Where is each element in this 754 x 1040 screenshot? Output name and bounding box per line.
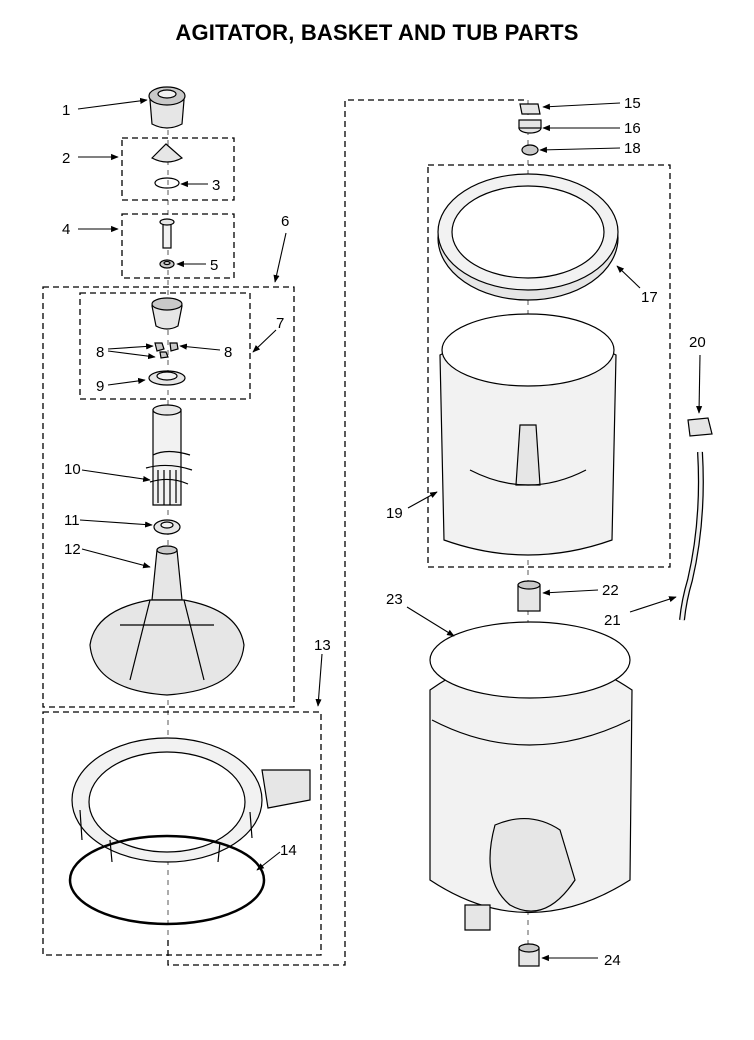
part-15-clip [519, 103, 541, 115]
part-8-dogs [154, 342, 179, 359]
page-title: AGITATOR, BASKET AND TUB PARTS [175, 20, 579, 45]
callout-20: 20 [689, 334, 706, 351]
leader-17 [616, 265, 641, 289]
part-5-washer [159, 259, 175, 269]
leader-7 [252, 329, 277, 353]
callout-22: 22 [602, 582, 619, 599]
leader-21 [629, 596, 677, 613]
part-10-agitator-barrel [145, 404, 193, 506]
group-box-4 [121, 213, 235, 279]
assembly-centerline [167, 99, 525, 966]
leader-18 [539, 146, 621, 153]
callout-18: 18 [624, 140, 641, 157]
leader-22 [542, 589, 599, 596]
callout-14: 14 [280, 842, 297, 859]
part-12-agitator-base [89, 545, 245, 696]
part-18-washer [521, 144, 539, 156]
leader-19 [407, 491, 438, 509]
leader-15 [542, 102, 621, 110]
leader-6 [273, 232, 287, 283]
callout-19: 19 [386, 505, 403, 522]
leader-20 [696, 354, 703, 414]
part-21-hose-inner [680, 451, 703, 621]
callout-21: 21 [604, 612, 621, 629]
leader-8a-2 [107, 350, 156, 360]
group-box-13 [42, 711, 322, 956]
callout-10: 10 [64, 461, 81, 478]
callout-11: 11 [64, 512, 80, 529]
part-23-outer-tub [429, 621, 633, 931]
group-box-17-19 [427, 164, 671, 568]
leader-1 [77, 97, 148, 110]
part-17-balance-ring [437, 173, 619, 301]
callout-4: 4 [62, 221, 70, 238]
callout-2: 2 [62, 150, 70, 167]
part-11-bearing [153, 519, 181, 535]
part-22-seal [517, 580, 541, 612]
group-box-7 [79, 292, 251, 400]
part-14-seal-ring [68, 834, 266, 926]
part-16-nut [518, 119, 542, 134]
callout-1: 1 [62, 102, 70, 119]
part-13-tub-ring [71, 737, 311, 863]
part-2-cap-cover [151, 143, 184, 163]
callout-6: 6 [281, 213, 289, 230]
leader-10 [81, 469, 151, 483]
group-box-2 [121, 137, 235, 201]
part-7-dog-assembly [151, 297, 183, 330]
leader-14 [256, 851, 281, 871]
callout-5: 5 [210, 257, 218, 274]
part-4-bolt [159, 218, 175, 249]
leader-9 [107, 377, 146, 386]
callout-8-right: 8 [224, 344, 232, 361]
leader-13 [315, 653, 323, 707]
part-24-bearing [518, 943, 540, 967]
callout-15: 15 [624, 95, 641, 112]
part-9-cam [148, 370, 186, 386]
group-box-6 [42, 286, 295, 708]
leader-8a-1 [107, 343, 154, 350]
callout-8-left: 8 [96, 344, 104, 361]
callout-16: 16 [624, 120, 641, 137]
part-19-basket [439, 313, 617, 556]
leader-23 [406, 606, 455, 637]
part-1-agitator-cap [148, 86, 186, 129]
callout-12: 12 [64, 541, 81, 558]
callout-24: 24 [604, 952, 621, 969]
callout-9: 9 [96, 378, 104, 395]
callout-3: 3 [212, 177, 220, 194]
leader-8b [179, 343, 221, 351]
callout-13: 13 [314, 637, 331, 654]
leader-12 [81, 548, 151, 569]
callout-7: 7 [276, 315, 284, 332]
part-3-o-ring [154, 177, 180, 189]
leader-11 [79, 519, 153, 528]
callout-17: 17 [641, 289, 658, 306]
part-20-hose-connector [687, 417, 713, 437]
callout-23: 23 [386, 591, 403, 608]
